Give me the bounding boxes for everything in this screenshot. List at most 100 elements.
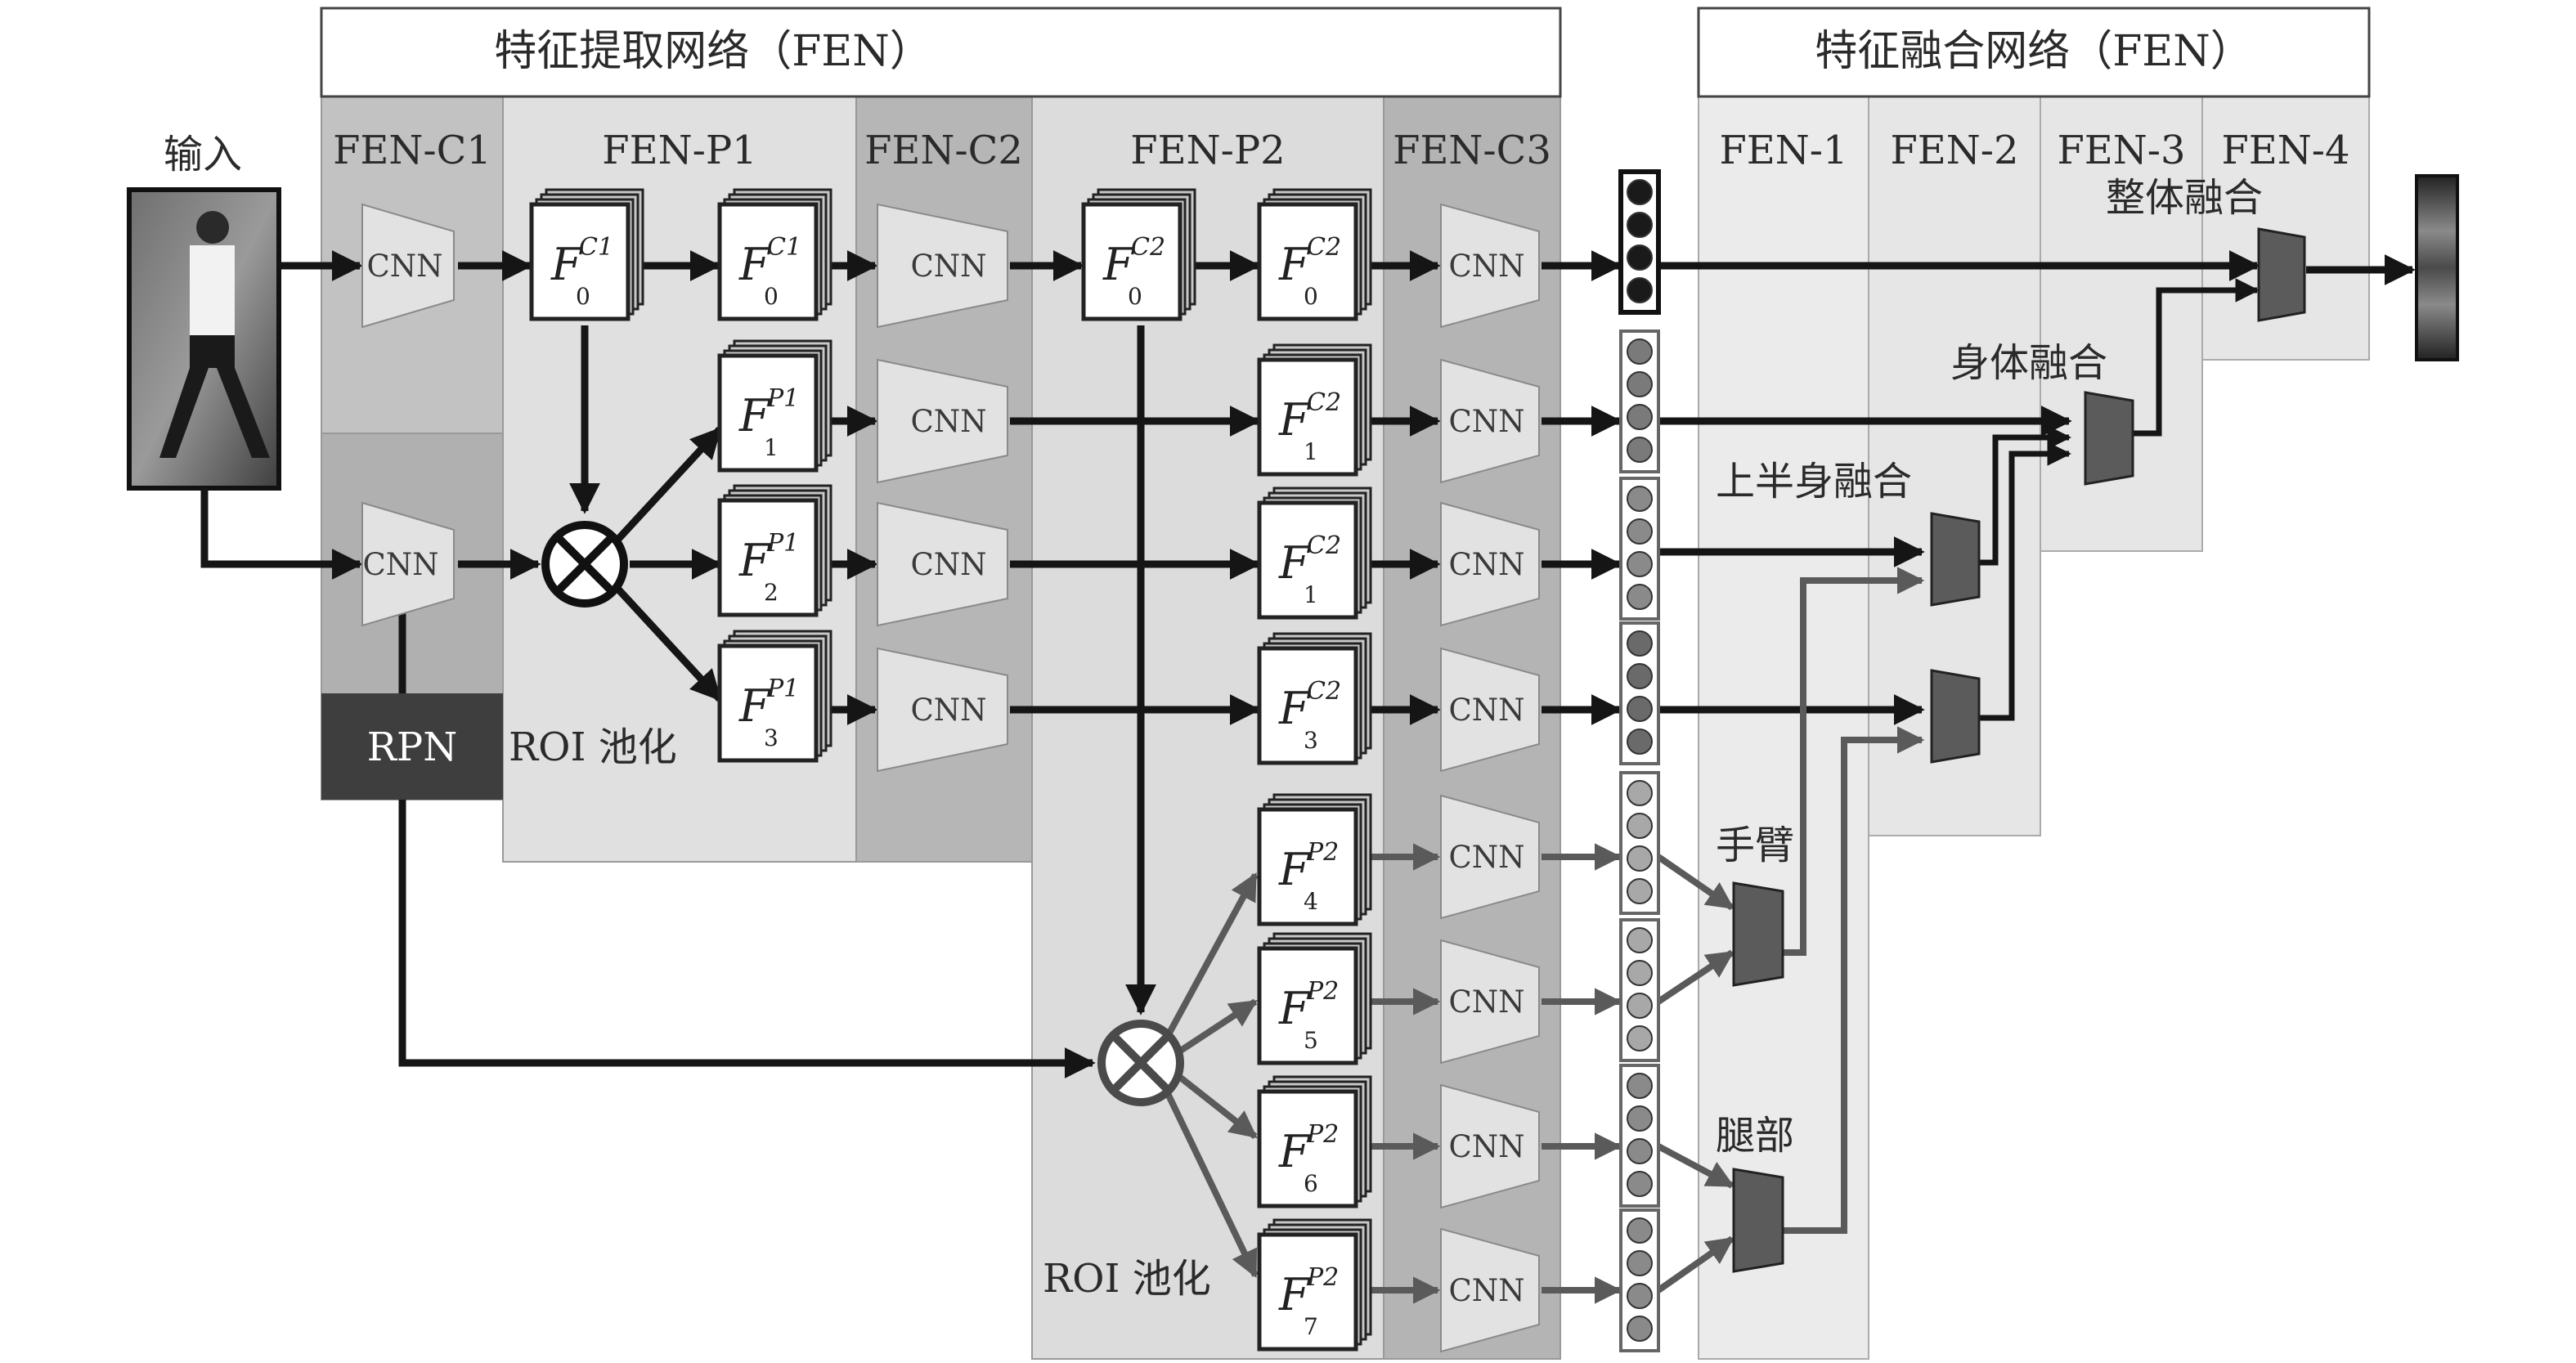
feature-map-symbol: F [1278, 537, 1312, 589]
feature-map-superscript: P1 [766, 384, 799, 413]
col-label-fen-p2: FEN-P2 [1130, 128, 1285, 173]
input-person-image [127, 187, 281, 491]
feature-vector [1619, 771, 1660, 915]
feature-map-p2-p2-4: FP2 4 [1257, 793, 1372, 926]
fusion-header-box [1697, 7, 2371, 98]
extraction-header: 特征提取网络（FEN） [494, 27, 932, 76]
fuser-body [2084, 391, 2134, 486]
feature-map-symbol: F [1278, 983, 1312, 1034]
cnn-label: CNN [362, 547, 438, 582]
feature-map-superscript: P2 [1306, 1263, 1339, 1292]
fusion-header: 特征融合网络（FEN） [1815, 27, 2253, 76]
roi-pooling-label-2: ROI 池化 [1043, 1256, 1211, 1302]
cnn-label: CNN [1448, 693, 1524, 728]
col-label-fen-2: FEN-2 [1890, 128, 2018, 173]
cnn-label: CNN [1448, 404, 1524, 439]
feature-map-superscript: C2 [1307, 531, 1341, 560]
fusion-panels [1698, 96, 2370, 1360]
feature-vector [1619, 330, 1660, 473]
cnn-label: CNN [1448, 1273, 1524, 1308]
fusion-label-arm: 手臂 [1716, 823, 1794, 868]
feature-map-subscript: 4 [1304, 888, 1318, 915]
fuser-lower [1930, 669, 1981, 764]
fusion-label-body: 身体融合 [1950, 340, 2107, 386]
fuser-leg [1732, 1168, 1784, 1273]
feature-map-subscript: 7 [1304, 1313, 1318, 1340]
feature-vector [1618, 169, 1661, 315]
feature-maps: FC10FC10FP11FP12FP13FC20FC20FC21FC21FC23… [529, 188, 1372, 1352]
fusion-connections [1979, 278, 2260, 721]
cnn-label: CNN [1448, 547, 1524, 582]
fusion-label-leg: 腿部 [1716, 1113, 1794, 1159]
feature-map-superscript: C1 [579, 233, 613, 262]
fuser-overall [2257, 227, 2306, 322]
feature-map-superscript: C1 [767, 233, 801, 262]
feature-map-superscript: C2 [1131, 233, 1165, 262]
rpn-box [321, 693, 503, 800]
feature-map-subscript: 0 [576, 283, 590, 310]
fuser-upper [1930, 512, 1981, 607]
feature-map-symbol: F [1278, 239, 1312, 290]
output-feature [2415, 174, 2459, 361]
cnn-label: CNN [1448, 1129, 1524, 1164]
feature-map-superscript: P2 [1306, 1120, 1339, 1149]
feature-map-superscript: C2 [1307, 677, 1341, 706]
feature-map-p1-c1-0b: FC1 0 [717, 188, 832, 321]
feature-vector [1619, 918, 1660, 1062]
feature-map-symbol: F [738, 535, 772, 586]
cnn-label: CNN [910, 404, 986, 439]
feature-map-superscript: C2 [1307, 233, 1341, 262]
feature-map-p1-c1-0: FC1 0 [529, 188, 644, 321]
cnn-label: CNN [1448, 984, 1524, 1020]
feature-map-symbol: F [1102, 239, 1136, 290]
feature-vector [1619, 621, 1660, 765]
cnn-label: CNN [1448, 840, 1524, 875]
cnn-label: CNN [910, 547, 986, 582]
cnn-label: CNN [366, 249, 442, 284]
feature-map-superscript: P1 [766, 529, 799, 558]
roi-pooling-label-1: ROI 池化 [509, 724, 677, 770]
feature-map-symbol: F [550, 239, 584, 290]
feature-vector [1619, 1208, 1660, 1352]
feature-map-p2-p2-7: FP2 7 [1257, 1218, 1372, 1352]
cnn-label: CNN [910, 249, 986, 284]
feature-map-subscript: 1 [1304, 581, 1318, 608]
feature-map-symbol: F [1278, 1269, 1312, 1320]
col-label-fen-c1: FEN-C1 [333, 128, 491, 173]
feature-map-subscript: 0 [764, 283, 779, 310]
cnn-labels: CNN CNN CNN CNN CNN CNN CNN CNN CNN CNN … [362, 249, 1524, 1308]
feature-vector [1619, 1064, 1660, 1208]
fusion-label-overall: 整体融合 [2106, 175, 2263, 221]
feature-map-symbol: F [1278, 844, 1312, 895]
feature-map-subscript: 0 [1128, 283, 1142, 310]
feature-map-symbol: F [738, 239, 772, 290]
feature-map-symbol: F [738, 680, 772, 732]
col-label-fen-1: FEN-1 [1719, 128, 1847, 173]
fusers [1732, 227, 2306, 1273]
cnn-blocks [361, 203, 1540, 1353]
fuser-arm [1732, 881, 1784, 987]
col-label-fen-3: FEN-3 [2057, 128, 2185, 173]
cnn-label: CNN [910, 693, 986, 728]
roi-pooling-op-2 [1097, 1020, 1184, 1106]
gray-arrows [1160, 567, 1925, 1304]
fusion-label-upper: 上半身融合 [1716, 459, 1912, 504]
feature-map-symbol: F [738, 390, 772, 442]
input-label: 输入 [164, 132, 242, 177]
rpn-label: RPN [367, 724, 457, 770]
dark-arrows [200, 250, 2416, 1078]
col-label-fen-4: FEN-4 [2221, 128, 2349, 173]
feature-map-subscript: 5 [1304, 1027, 1318, 1054]
feature-map-subscript: 1 [764, 434, 779, 461]
feature-map-superscript: P2 [1306, 977, 1339, 1006]
feature-map-subscript: 1 [1304, 438, 1318, 465]
roi-pooling-op-1 [541, 521, 628, 608]
feature-map-superscript: P2 [1306, 838, 1339, 867]
feature-map-p2-c2-1b: FC2 1 [1257, 486, 1372, 620]
